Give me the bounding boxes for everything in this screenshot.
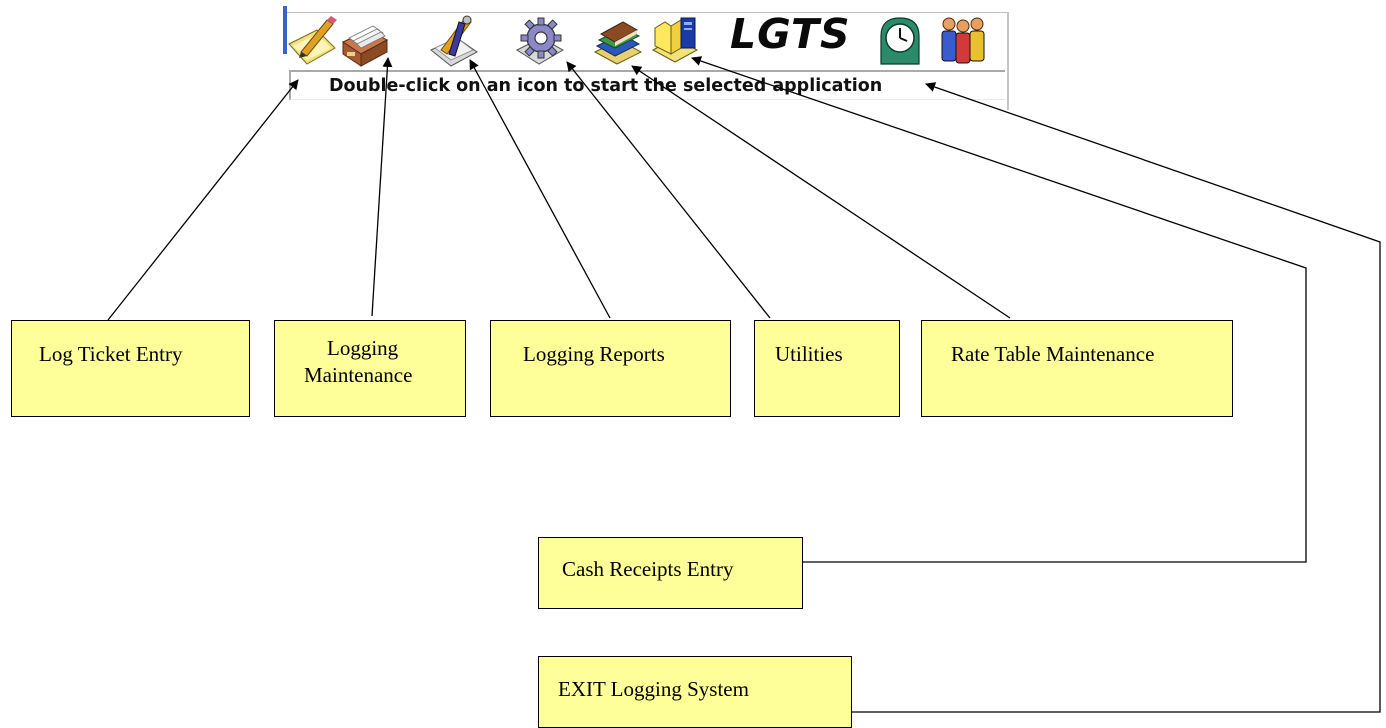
lgts-brand-logo: LGTS xyxy=(730,10,851,58)
callout-logging-maintenance: Logging Maintenance xyxy=(274,320,466,417)
utilities-icon[interactable] xyxy=(515,14,565,68)
connector-cash-receipts-entry xyxy=(691,56,1307,563)
callout-label: Log Ticket Entry xyxy=(39,342,183,366)
callout-label: Rate Table Maintenance xyxy=(951,342,1155,366)
rate-table-maintenance-icon[interactable] xyxy=(593,14,643,68)
logging-reports-icon[interactable] xyxy=(429,14,479,68)
callout-utilities: Utilities xyxy=(754,320,900,417)
callout-label: Utilities xyxy=(775,342,843,366)
exit-logging-system-icon[interactable] xyxy=(937,14,987,68)
connector-log-ticket-entry xyxy=(107,79,299,321)
callout-exit-logging-system: EXIT Logging System xyxy=(538,656,852,728)
toolbar-accent-bar xyxy=(283,6,287,54)
log-ticket-entry-icon[interactable] xyxy=(287,14,337,68)
callout-label: EXIT Logging System xyxy=(558,677,749,701)
callout-label-line1: Logging xyxy=(327,336,399,360)
toolbar-right-border xyxy=(1007,12,1009,110)
callout-logging-reports: Logging Reports xyxy=(490,320,731,417)
application-toolbar: LGTS Double-click on an icon to start th… xyxy=(283,6,1009,110)
clock-icon[interactable] xyxy=(875,14,925,68)
callout-cash-receipts-entry: Cash Receipts Entry xyxy=(538,537,803,609)
callout-label: Logging Reports xyxy=(523,342,665,366)
toolbar-top-border xyxy=(287,12,1007,13)
callout-label: Cash Receipts Entry xyxy=(562,557,734,581)
callout-log-ticket-entry: Log Ticket Entry xyxy=(11,320,250,417)
toolbar-status-bar: Double-click on an icon to start the sel… xyxy=(289,70,1005,100)
logging-maintenance-icon[interactable] xyxy=(339,14,389,68)
callout-rate-table-maintenance: Rate Table Maintenance xyxy=(921,320,1233,417)
status-text: Double-click on an icon to start the sel… xyxy=(329,76,883,96)
callout-label-line2: Maintenance xyxy=(304,363,413,387)
cash-receipts-entry-icon[interactable] xyxy=(651,14,701,68)
